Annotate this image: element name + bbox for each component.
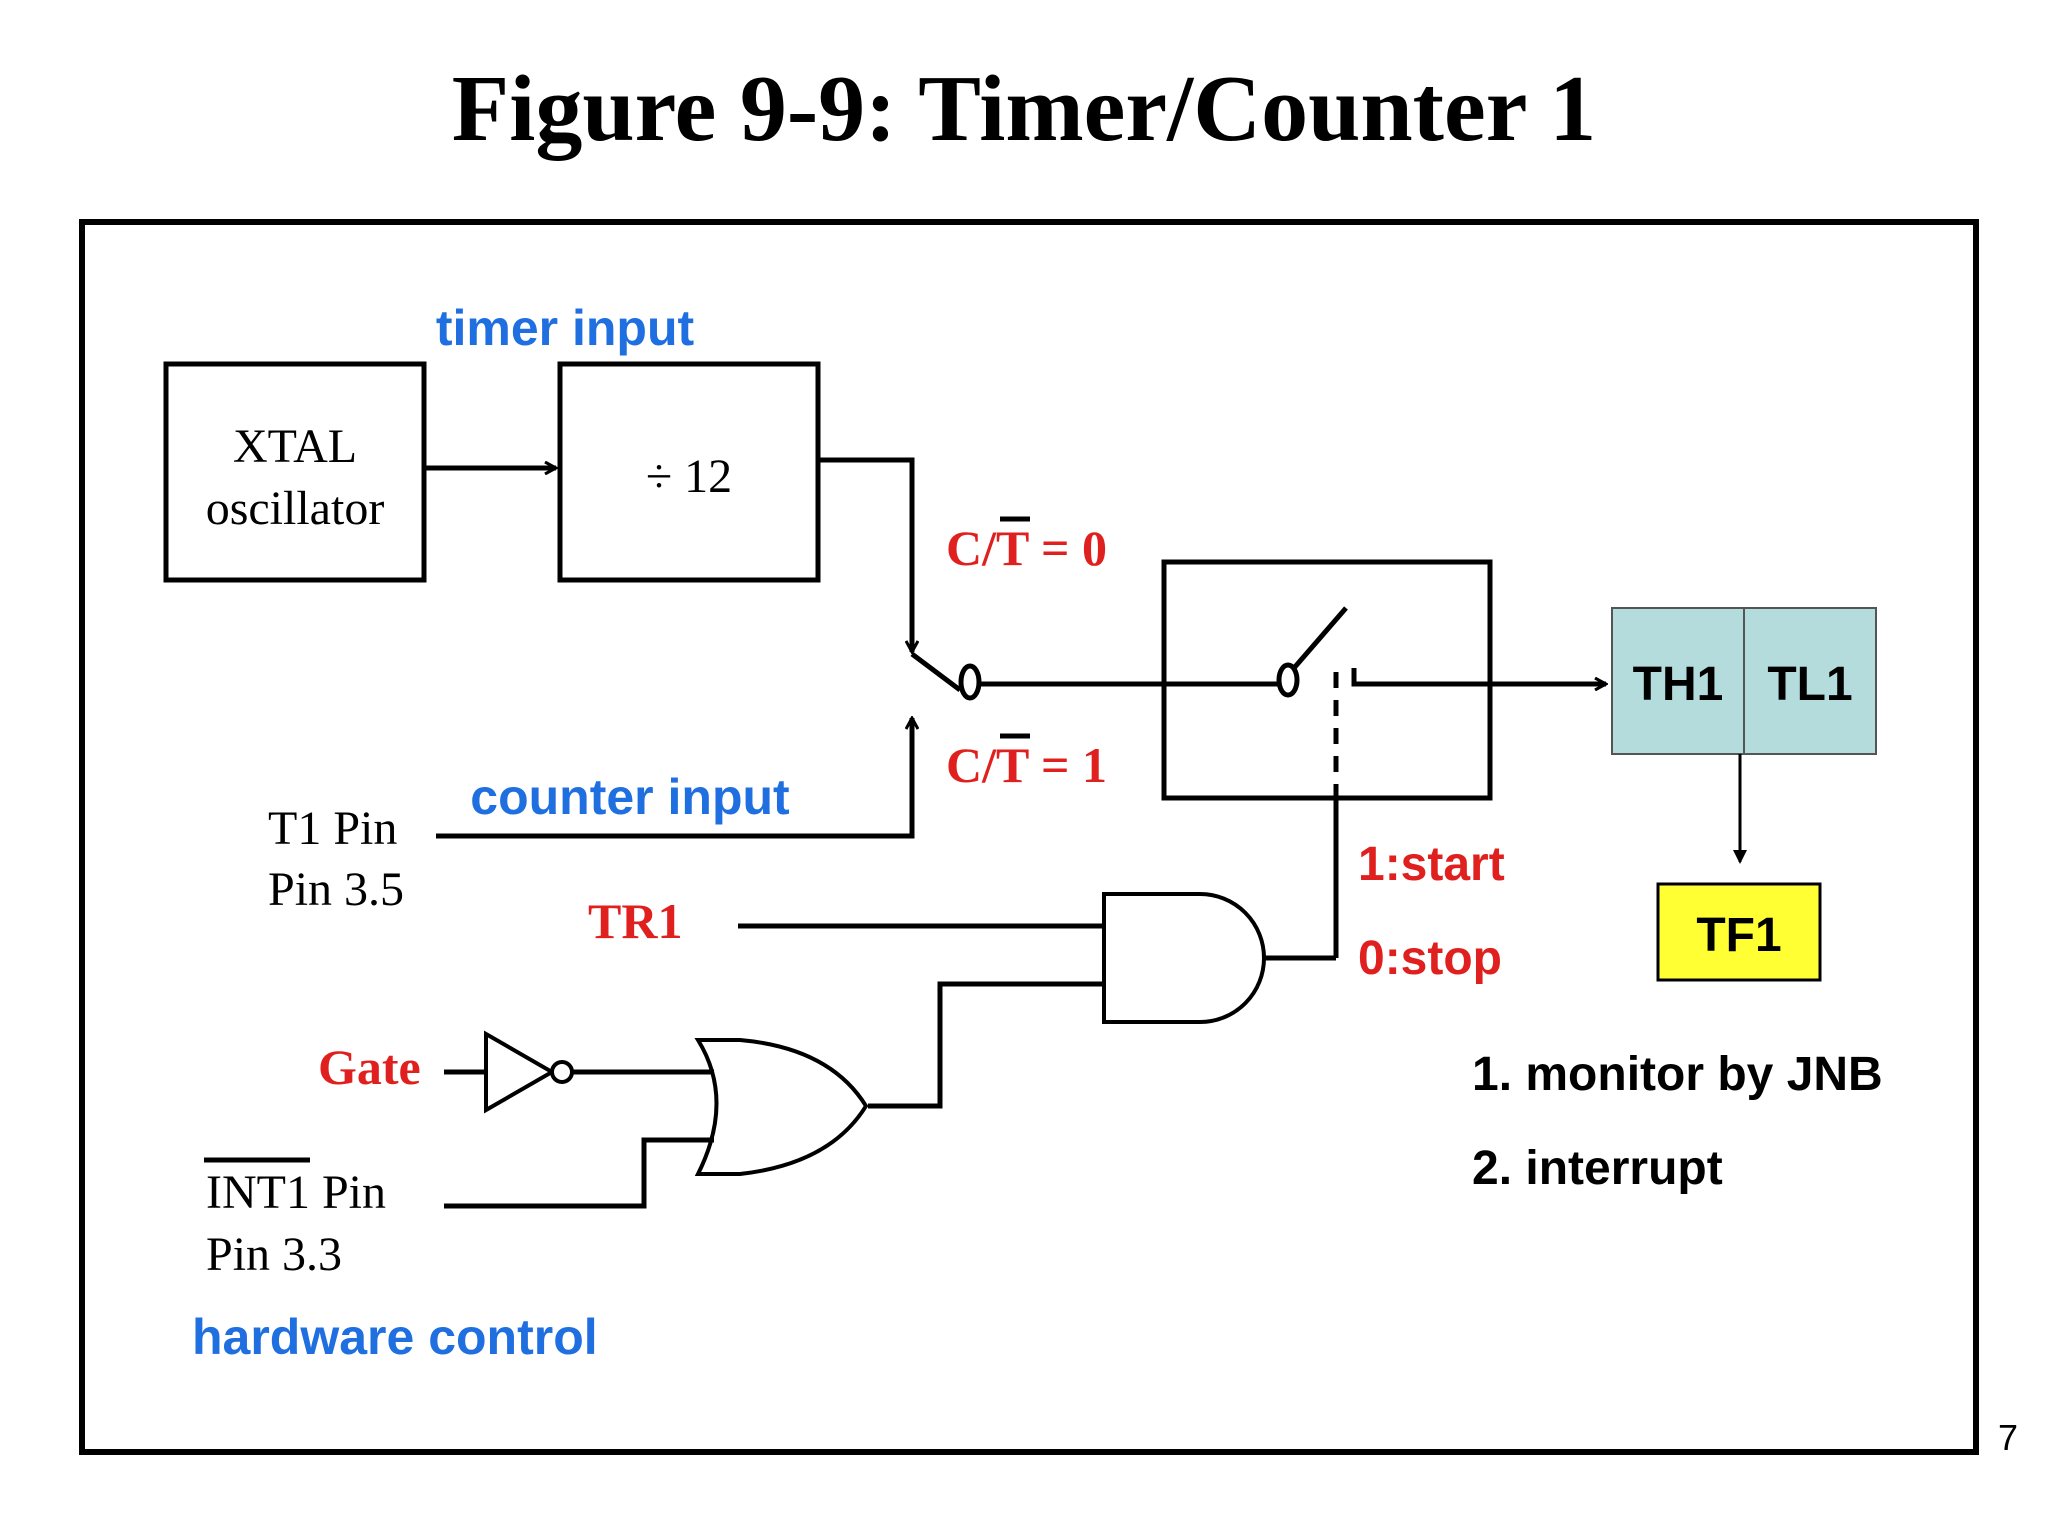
run-switch-lever (1292, 606, 1348, 670)
xtal-label: XTAL (233, 420, 357, 473)
diagram-frame (79, 219, 1979, 1455)
th1-register (1611, 607, 1745, 755)
counter-input-label: counter input (470, 769, 790, 825)
start-label: 1:start (1358, 838, 1505, 891)
oscillator-label: oscillator (206, 482, 385, 535)
int1-wire (444, 1137, 714, 1209)
hardware-control-label: hardware control (192, 1309, 598, 1365)
int1-pin-label: INT1 Pin (206, 1166, 386, 1219)
or-gate (694, 1038, 869, 1176)
t1-pin-label: T1 Pin (268, 802, 397, 855)
th1-label: TH1 (1633, 658, 1724, 711)
divide-by-12-block (557, 361, 821, 583)
and-gate (1102, 892, 1266, 1024)
counter-path-wire (436, 718, 912, 839)
page-number: 7 (1998, 1417, 2018, 1458)
ct-equals-0-label: C/T = 0 (946, 520, 1107, 576)
stop-label: 0:stop (1358, 932, 1502, 985)
tl1-register (1743, 607, 1877, 755)
tf1-flag (1656, 882, 1822, 982)
run-control-box (1161, 559, 1493, 801)
gate-label: Gate (318, 1039, 421, 1095)
timer-input-label: timer input (436, 300, 695, 356)
note-monitor-by-jnb: 1. monitor by JNB (1472, 1048, 1883, 1101)
ct-equals-1-label: C/T = 1 (946, 737, 1107, 793)
divider-label: ÷ 12 (646, 450, 732, 503)
inverter-bubble (550, 1060, 574, 1084)
figure-title: Figure 9-9: Timer/Counter 1 (452, 57, 1596, 161)
gate-inverter (484, 1030, 557, 1114)
tr1-label: TR1 (588, 893, 682, 949)
timer-path-wire (818, 457, 912, 652)
signal-wire-to-registers (1351, 668, 1606, 684)
or-to-and-wire (868, 981, 1104, 1109)
t1-pin-number-label: Pin 3.5 (268, 863, 404, 916)
xtal-oscillator-block (163, 361, 427, 583)
run-switch-pivot (1276, 662, 1300, 698)
tl1-label: TL1 (1767, 658, 1852, 711)
int1-pin-number-label: Pin 3.3 (206, 1228, 342, 1281)
tf1-label: TF1 (1696, 909, 1781, 962)
ct-switch-lever (910, 652, 962, 692)
note-interrupt: 2. interrupt (1472, 1142, 1723, 1195)
ct-switch-pivot (958, 663, 982, 701)
